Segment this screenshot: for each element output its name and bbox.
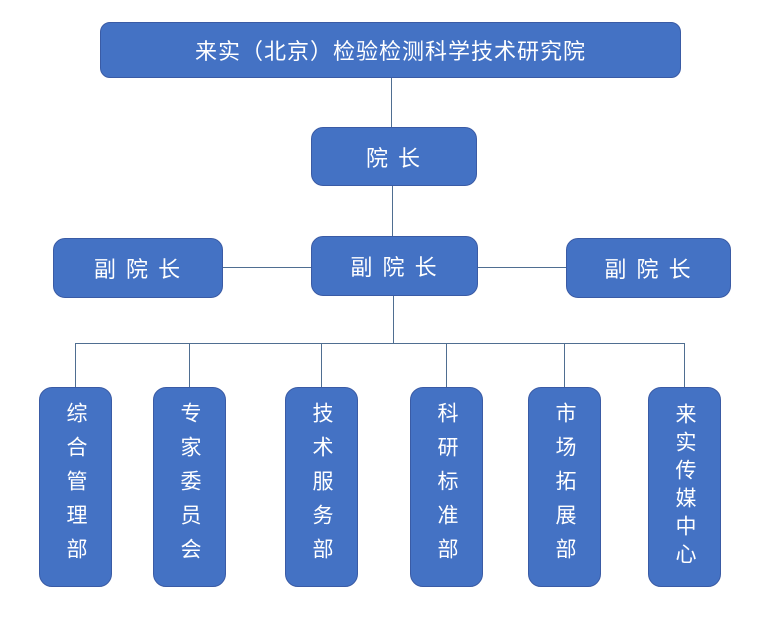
org-node-root: 来实（北京）检验检测科学技术研究院 xyxy=(100,22,681,78)
connector-drop-dept-1 xyxy=(189,343,190,387)
connector-drop-dept-0 xyxy=(75,343,76,387)
org-node-dept-market-expansion-label: 市场拓展部 xyxy=(553,402,576,572)
org-node-dept-market-expansion: 市场拓展部 xyxy=(528,387,601,587)
connector-deputy-right xyxy=(478,267,566,268)
org-node-dept-research-standards: 科研标准部 xyxy=(410,387,483,587)
connector-drop-dept-3 xyxy=(446,343,447,387)
connector-deputy-left xyxy=(223,267,311,268)
org-node-dept-media-center: 来实传媒中心 xyxy=(648,387,721,587)
org-node-dept-general-management-label: 综合管理部 xyxy=(64,402,87,572)
connector-distribution-bar xyxy=(75,343,685,344)
org-node-dept-technical-service-label: 技术服务部 xyxy=(310,402,333,572)
org-node-deputy-right: 副 院 长 xyxy=(566,238,731,298)
org-node-dept-media-center-label: 来实传媒中心 xyxy=(673,403,696,571)
connector-director-deputy xyxy=(392,186,393,236)
connector-drop-dept-4 xyxy=(564,343,565,387)
org-node-dept-general-management: 综合管理部 xyxy=(39,387,112,587)
org-node-deputy-center: 副 院 长 xyxy=(311,236,478,296)
org-node-root-label: 来实（北京）检验检测科学技术研究院 xyxy=(194,39,586,64)
org-node-deputy-right-label: 副 院 长 xyxy=(604,257,693,282)
connector-drop-dept-2 xyxy=(321,343,322,387)
org-node-dept-expert-committee-label: 专家委员会 xyxy=(178,402,201,572)
connector-root-director xyxy=(391,78,392,127)
org-node-dept-technical-service: 技术服务部 xyxy=(285,387,358,587)
org-node-director-label: 院 长 xyxy=(365,145,423,171)
org-node-deputy-left-label: 副 院 长 xyxy=(93,257,183,282)
org-node-deputy-left: 副 院 长 xyxy=(53,238,223,298)
connector-deputy-bar xyxy=(393,296,394,343)
connector-drop-dept-5 xyxy=(684,343,685,387)
org-node-dept-research-standards-label: 科研标准部 xyxy=(435,402,458,572)
org-node-deputy-center-label: 副 院 长 xyxy=(350,255,439,280)
org-node-dept-expert-committee: 专家委员会 xyxy=(153,387,226,587)
org-node-director: 院 长 xyxy=(311,127,477,186)
